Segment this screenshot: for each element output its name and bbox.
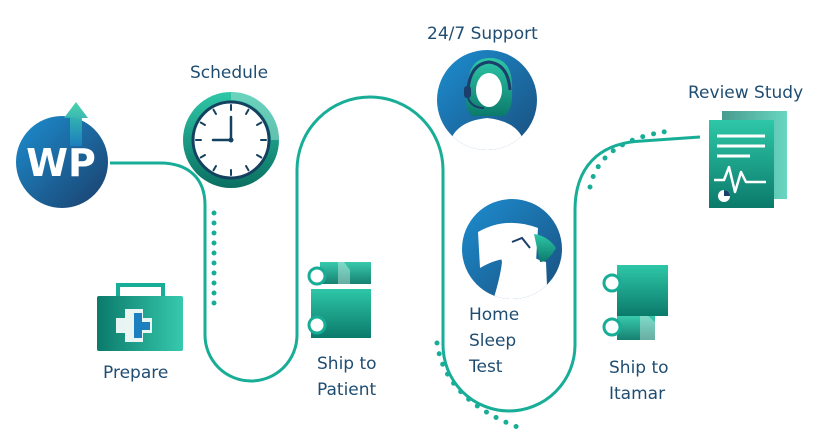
step-label-line: Ship to bbox=[609, 358, 669, 378]
step-label-line: Test bbox=[469, 357, 503, 377]
wp-logo: WP bbox=[16, 102, 108, 208]
clock-icon bbox=[183, 92, 279, 188]
step-label-line: Home bbox=[469, 305, 520, 325]
report-document-icon bbox=[709, 111, 787, 208]
step-label-ship-to-patient: Ship to Patient bbox=[317, 351, 377, 403]
dotted-accent bbox=[587, 128, 673, 190]
wp-logo-text: WP bbox=[26, 141, 96, 185]
step-label-ship-to-itamar: Ship to Itamar bbox=[609, 355, 669, 407]
step-label-prepare: Prepare bbox=[103, 363, 169, 383]
step-label-line: Patient bbox=[317, 380, 377, 400]
medical-kit-icon bbox=[97, 283, 183, 351]
step-label-line: Sleep bbox=[469, 331, 517, 351]
shipping-box-icon bbox=[602, 265, 668, 340]
step-label-home-sleep-test: Home Sleep Test bbox=[469, 302, 519, 380]
sleeping-person-icon bbox=[462, 199, 562, 299]
workflow-path bbox=[110, 95, 701, 413]
step-label-review-study: Review Study bbox=[688, 83, 804, 103]
step-label-line: Ship to bbox=[317, 354, 377, 374]
dotted-accent bbox=[434, 340, 523, 431]
step-label-schedule: Schedule bbox=[190, 63, 269, 83]
support-agent-icon bbox=[437, 50, 537, 150]
step-label-line: Itamar bbox=[609, 384, 666, 404]
shipping-box-icon bbox=[307, 262, 371, 338]
step-label-support: 24/7 Support bbox=[427, 24, 538, 44]
